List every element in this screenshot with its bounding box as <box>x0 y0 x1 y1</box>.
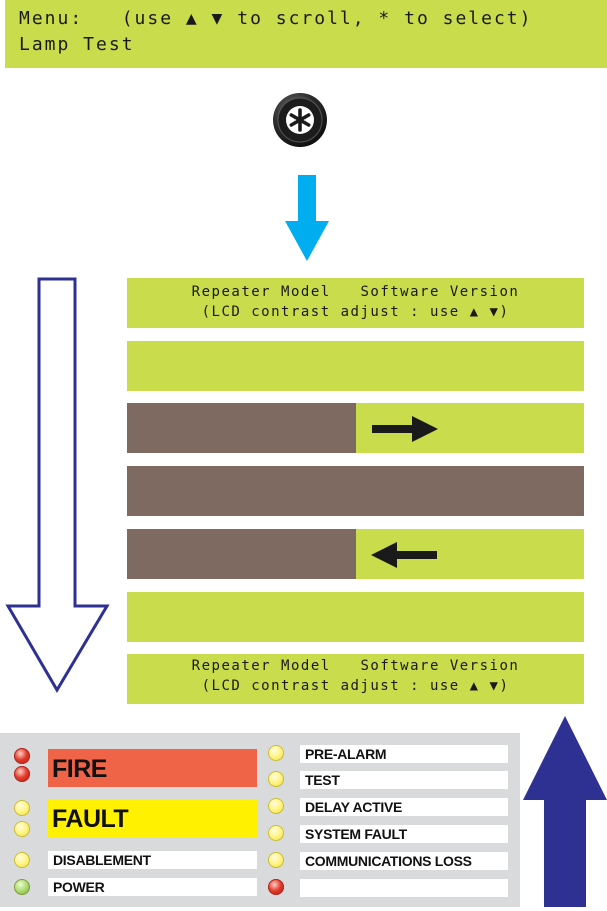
step-7-line-1: Repeater Model Software Version <box>191 658 520 674</box>
system-fault-label: SYSTEM FAULT <box>300 825 508 843</box>
lcd-step-3-half-dark <box>127 403 584 453</box>
fault-led-1 <box>14 800 30 816</box>
fire-led-2 <box>14 766 30 782</box>
power-label: POWER <box>48 878 257 896</box>
lcd-step-1: Repeater Model Software Version (LCD con… <box>127 278 584 328</box>
spare-led <box>268 879 284 895</box>
step-1-line-2: (LCD contrast adjust : use ▲ ▼) <box>201 304 510 320</box>
step-1-line-1: Repeater Model Software Version <box>191 284 520 300</box>
pre-alarm-led <box>268 745 284 761</box>
menu-selected-item: Lamp Test <box>19 34 135 55</box>
delay-active-label: DELAY ACTIVE <box>300 798 508 816</box>
fire-label: FIRE <box>48 749 257 787</box>
lcd-step-7: Repeater Model Software Version (LCD con… <box>127 654 584 704</box>
menu-instruction-line: Menu: (use ▲ ▼ to scroll, * to select) <box>19 8 533 29</box>
lcd-step-5-half-dark <box>127 529 584 579</box>
test-label: TEST <box>300 771 508 789</box>
lcd-dark-segment <box>127 403 356 453</box>
lcd-step-4-full-dark <box>127 466 584 516</box>
menu-lcd-display: Menu: (use ▲ ▼ to scroll, * to select) L… <box>5 0 607 68</box>
fault-label: FAULT <box>48 799 257 837</box>
return-up-arrow-icon <box>523 716 607 911</box>
step-7-line-2: (LCD contrast adjust : use ▲ ▼) <box>201 678 510 694</box>
flow-down-arrow-icon <box>285 175 329 265</box>
asterisk-key-icon[interactable] <box>272 92 328 148</box>
scroll-sequence-down-arrow-icon <box>5 276 111 698</box>
lcd-dark-segment <box>127 466 584 516</box>
lcd-step-2-blank <box>127 341 584 391</box>
lcd-dark-segment <box>127 529 356 579</box>
delay-active-led <box>268 798 284 814</box>
communications-loss-led <box>268 852 284 868</box>
left-arrow-icon <box>371 542 437 572</box>
right-arrow-icon <box>372 416 438 446</box>
disablement-label: DISABLEMENT <box>48 851 257 869</box>
lcd-step-6-blank <box>127 592 584 642</box>
fire-led-1 <box>14 748 30 764</box>
fault-led-2 <box>14 821 30 837</box>
communications-loss-label: COMMUNICATIONS LOSS <box>300 852 508 870</box>
disablement-led <box>14 852 30 868</box>
spare-label <box>300 879 508 897</box>
power-led <box>14 879 30 895</box>
system-fault-led <box>268 825 284 841</box>
test-led <box>268 771 284 787</box>
indicator-panel: FIRE FAULT DISABLEMENT POWER PRE-ALARM T… <box>0 733 520 907</box>
pre-alarm-label: PRE-ALARM <box>300 745 508 763</box>
